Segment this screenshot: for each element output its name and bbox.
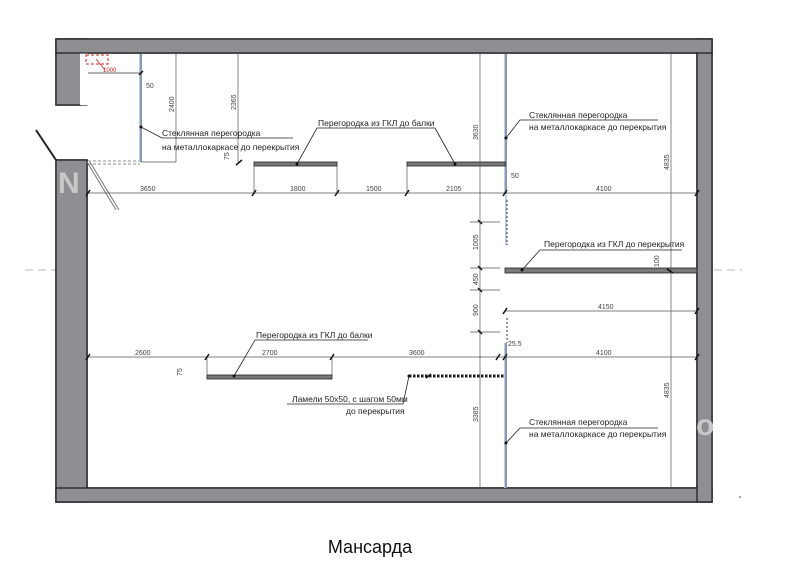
dim-3650: 3650 xyxy=(140,186,156,193)
leader-dots xyxy=(232,136,524,445)
dim-50-left: 50 xyxy=(146,83,154,90)
bottom-wall xyxy=(55,487,713,503)
tick-marks xyxy=(85,70,700,379)
dim-2600: 2600 xyxy=(135,350,151,357)
dim-1000: 1000 xyxy=(103,68,117,74)
dim-25-5: 25.5 xyxy=(508,341,522,348)
note-glass-3-l2: на металлокаркасе до перекрытия xyxy=(529,429,667,439)
note-glass-2-l2: на металлокаркасе до перекрытия xyxy=(529,122,667,132)
plan-title: Мансарда xyxy=(327,537,413,557)
note-gkl-beam-1: Перегородка из ГКЛ до балки xyxy=(318,118,435,128)
dim-75-bottom: 75 xyxy=(177,368,184,376)
dim-3600: 3600 xyxy=(409,350,425,357)
dim-4150: 4150 xyxy=(598,304,614,311)
gkl-partition-4 xyxy=(504,267,698,274)
dim-1800: 1800 xyxy=(290,186,306,193)
dim-900: 900 xyxy=(473,304,480,316)
door-swing-2 xyxy=(89,161,120,211)
dim-3385: 3385 xyxy=(473,406,480,422)
dim-75-top: 75 xyxy=(224,152,231,160)
note-glass-3-l1: Стеклянная перегородка xyxy=(529,417,628,427)
dim-4835-bottom: 4835 xyxy=(664,382,671,398)
dim-2400: 2400 xyxy=(169,96,176,112)
dim-1005: 1005 xyxy=(473,234,480,250)
dim-100: 100 xyxy=(654,255,661,267)
leader-lines xyxy=(140,119,682,444)
dim-3630: 3630 xyxy=(473,124,480,140)
dim-450: 450 xyxy=(473,273,480,285)
note-gkl-beam-2: Перегородка из ГКЛ до балки xyxy=(256,330,373,340)
entry-interior xyxy=(80,54,88,104)
watermark-left: N xyxy=(58,167,80,200)
door-swing-1 xyxy=(86,161,117,211)
red-leader xyxy=(95,58,106,71)
door-leaf xyxy=(35,129,57,161)
note-lamels-l1: Ламели 50х50, с шагом 50мм xyxy=(292,394,408,404)
note-gkl-ceiling: Перегородка из ГКЛ до перекрытия xyxy=(544,239,685,249)
dim-4100-bottom: 4100 xyxy=(596,350,612,357)
dim-2105: 2105 xyxy=(446,186,462,193)
glass-partition-2 xyxy=(504,54,507,194)
glass-partition-3 xyxy=(504,343,507,488)
dim-4835-top: 4835 xyxy=(664,154,671,170)
dim-50-right: 50 xyxy=(511,173,519,180)
stray-dot xyxy=(739,496,741,498)
gkl-partition-3 xyxy=(206,374,333,380)
red-hatch xyxy=(85,54,109,65)
watermark-right: o xyxy=(696,409,714,442)
glass-partition-1 xyxy=(139,54,142,162)
note-glass-1-l1: Стеклянная перегородка xyxy=(162,128,261,138)
glass-partition-4 xyxy=(505,195,507,245)
dim-2700: 2700 xyxy=(262,350,278,357)
left-wall xyxy=(55,159,88,503)
dim-1500: 1500 xyxy=(366,186,382,193)
note-glass-1-l2: на металлокаркасе до перекрытия xyxy=(162,142,300,152)
dim-4100-top: 4100 xyxy=(596,186,612,193)
top-wall xyxy=(55,38,713,54)
note-lamels-l2: до перекрытия xyxy=(346,406,405,416)
note-glass-2-l1: Стеклянная перегородка xyxy=(529,110,628,120)
dim-2365: 2365 xyxy=(231,94,238,110)
